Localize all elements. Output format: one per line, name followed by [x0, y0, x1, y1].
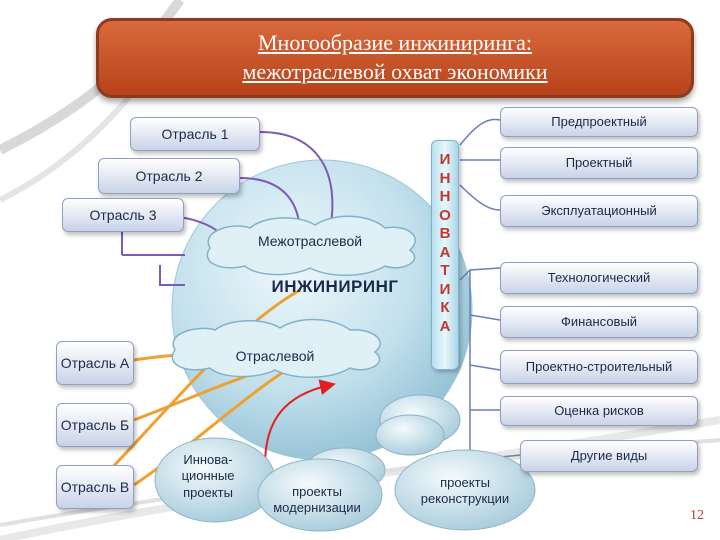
- reconstruction-projects-label: проекты реконструкции: [420, 475, 510, 507]
- type-preproject: Предпроектный: [500, 107, 698, 137]
- innovation-letter: А: [439, 243, 451, 261]
- innovation-letter: И: [439, 280, 451, 298]
- innovation-letter: Н: [439, 188, 451, 205]
- sectoral-label: Отраслевой: [235, 348, 315, 364]
- innovation-letter: Т: [440, 262, 450, 279]
- project-bubbles: [154, 394, 536, 532]
- intersectoral-cloud: [206, 215, 416, 276]
- industry-3-label: Отрасль 3: [62, 198, 184, 232]
- innovation-column: И Н Н О В А Т И К А: [431, 140, 459, 370]
- title-banner: Многообразие инжиниринга: межотраслевой …: [96, 18, 694, 98]
- type-financial: Финансовый: [500, 306, 698, 338]
- engineering-core-label: ИНЖИНИРИНГ: [271, 277, 399, 296]
- bracket-lines: [459, 118, 521, 465]
- title-line-1: Многообразие инжиниринга:: [257, 30, 532, 56]
- red-arrow: [264, 379, 336, 466]
- industry-c-label: Отрасль В: [56, 465, 134, 509]
- type-project: Проектный: [500, 147, 698, 179]
- type-project-construction: Проектно-строительный: [500, 350, 698, 384]
- modernization-projects-label: проекты модернизации: [273, 484, 361, 516]
- innovation-letter: А: [439, 317, 451, 335]
- intersectoral-label: Межотраслевой: [257, 233, 363, 249]
- innovation-letter: В: [439, 225, 451, 242]
- slide-number: 12: [690, 508, 704, 523]
- sectoral-cloud: [171, 318, 381, 378]
- type-technological: Технологический: [500, 262, 698, 294]
- type-risk-assessment: Оценка рисков: [500, 396, 698, 426]
- industry-2-label: Отрасль 2: [98, 158, 240, 194]
- industry-b-label: Отрасль Б: [56, 403, 134, 447]
- industry-a-label: Отрасль А: [56, 341, 134, 385]
- type-operational: Эксплуатационный: [500, 195, 698, 227]
- innovation-projects-label: Иннова-ционные проекты: [181, 452, 235, 500]
- innovation-letter: Н: [439, 169, 451, 187]
- type-other: Другие виды: [520, 440, 698, 472]
- innovation-letter: К: [440, 299, 450, 316]
- innovation-letter: О: [439, 206, 451, 224]
- innovation-letter: И: [439, 151, 451, 168]
- industry-1-label: Отрасль 1: [130, 117, 260, 151]
- title-line-2: межотраслевой охват экономики: [242, 59, 548, 84]
